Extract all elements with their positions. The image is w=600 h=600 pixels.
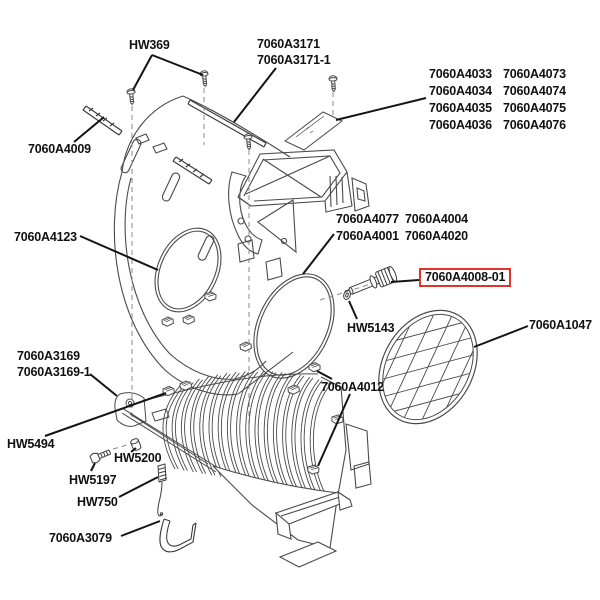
callout-7060a4033: 7060A4033 [429, 67, 492, 81]
callout-7060a4035: 7060A4035 [429, 101, 492, 115]
bolt-hw5197 [89, 449, 112, 464]
callout-7060a3169: 7060A3169 [17, 349, 80, 363]
callout-7060a4009: 7060A4009 [28, 142, 91, 156]
assembly-axis-lines [112, 88, 372, 450]
callout-7060a1047: 7060A1047 [529, 318, 592, 332]
lens-7060A4123 [154, 227, 222, 313]
callout-7060a4036: 7060A4036 [429, 118, 492, 132]
callout-7060a3079: 7060A3079 [49, 531, 112, 545]
callout-hw5200: HW5200 [114, 451, 162, 465]
leader-lines [44, 54, 529, 537]
screw-mid [243, 132, 254, 151]
callout-7060a4076: 7060A4076 [503, 118, 566, 132]
callout-hw5143: HW5143 [347, 321, 395, 335]
callout-7060a4001: 7060A4001 [336, 229, 399, 243]
callout-hw750: HW750 [77, 495, 118, 509]
callout-7060a4020: 7060A4020 [405, 229, 468, 243]
callout-7060a3169-1: 7060A3169-1 [17, 365, 91, 379]
callout-7060a3171-1: 7060A3171-1 [257, 53, 331, 67]
callout-hw5494: HW5494 [7, 437, 55, 451]
screw-top-right [328, 75, 339, 93]
callout-7060a4073: 7060A4073 [503, 67, 566, 81]
callout-hw369: HW369 [129, 38, 170, 52]
callout-7060a4034: 7060A4034 [429, 84, 492, 98]
callout-7060a3171: 7060A3171 [257, 37, 320, 51]
sticker-label [284, 111, 343, 151]
highlighted-callout-7060a4008-01[interactable]: 7060A4008-01 [419, 268, 512, 287]
cooling-fins [162, 370, 332, 495]
callout-7060a4077: 7060A4077 [336, 212, 399, 226]
drum-housing [113, 95, 294, 396]
callout-7060a4012: 7060A4012 [321, 380, 384, 394]
bracket-7060A3079 [159, 518, 197, 553]
drum-rails [82, 99, 267, 185]
callout-7060a4123: 7060A4123 [14, 230, 77, 244]
nut-hw5200 [130, 438, 142, 451]
screw-hw369-2 [199, 69, 210, 88]
mesh-screen [364, 298, 492, 436]
callout-7060a4075: 7060A4075 [503, 101, 566, 115]
callout-hw5197: HW5197 [69, 473, 117, 487]
screw-hw369-1 [126, 87, 137, 106]
body-front-panel [212, 376, 372, 568]
callout-7060a4074: 7060A4074 [503, 84, 566, 98]
spring-hw750 [157, 463, 168, 517]
callout-7060a4004: 7060A4004 [405, 212, 468, 226]
lens-7060A4077 [253, 273, 335, 379]
